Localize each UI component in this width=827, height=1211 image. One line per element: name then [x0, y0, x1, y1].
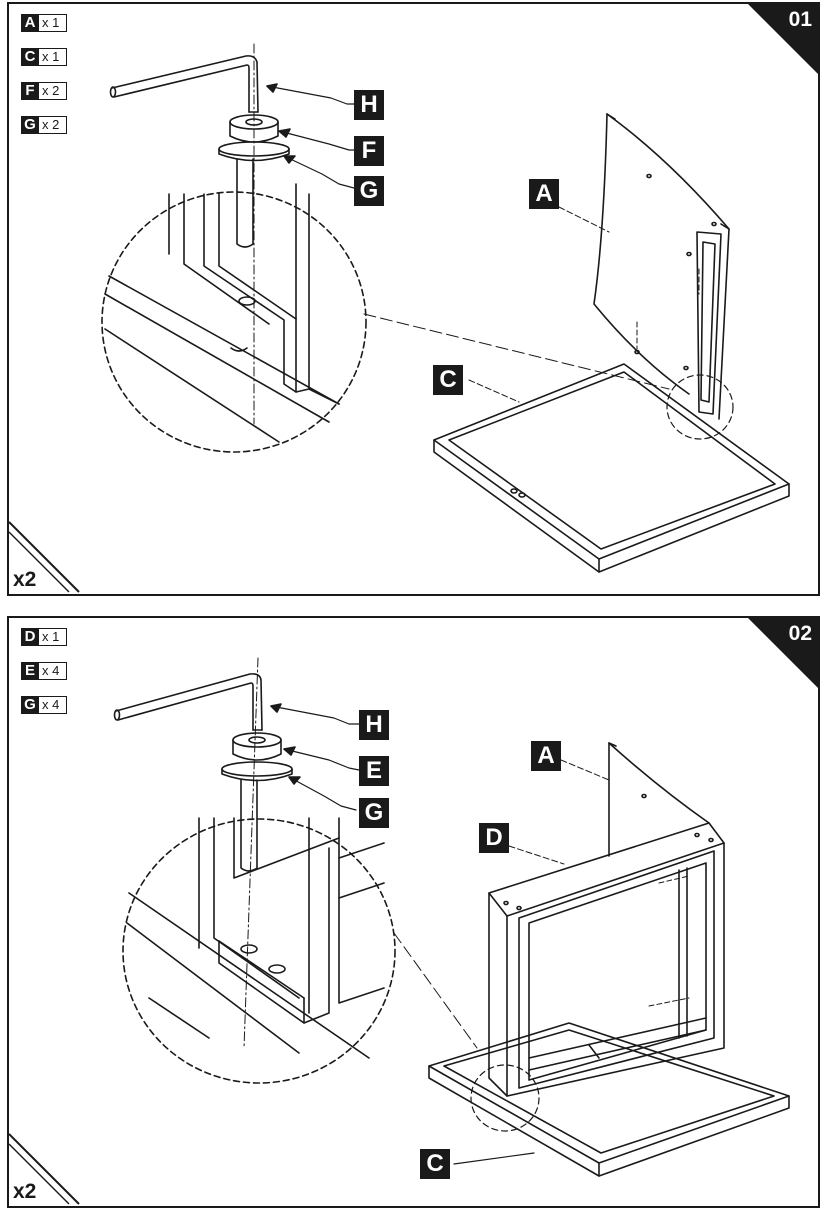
part-quantity: x 4 — [39, 662, 68, 680]
part-quantity: x 1 — [39, 628, 68, 646]
detail-magnifier — [122, 818, 396, 1084]
callout-f: F — [354, 136, 384, 166]
callout-a: A — [531, 741, 561, 771]
backrest-panel — [608, 742, 710, 857]
callout-c: C — [433, 365, 463, 395]
callout-c: C — [420, 1149, 450, 1179]
callout-d: D — [479, 823, 509, 853]
part-quantity: x 1 — [39, 14, 68, 32]
base-frame — [433, 363, 790, 573]
hex-key-icon — [113, 673, 263, 731]
callout-h: H — [354, 90, 384, 120]
multiplier-corner: x2 — [9, 1132, 83, 1206]
bolt-icon — [232, 732, 282, 761]
callout-a: A — [529, 179, 559, 209]
part-letter: A — [21, 14, 39, 32]
step-number: 02 — [788, 622, 812, 645]
base-frame — [428, 1022, 790, 1177]
part-letter: C — [21, 48, 39, 66]
part-letter: G — [21, 696, 39, 714]
part-letter: E — [21, 662, 39, 680]
seat-frame — [488, 822, 725, 1097]
part-quantity: x 2 — [39, 116, 68, 134]
callout-h: H — [359, 710, 389, 740]
step-01-illustration — [101, 43, 790, 573]
hex-key-icon — [109, 55, 259, 113]
washer-icon — [221, 761, 293, 782]
callout-g: G — [359, 798, 389, 828]
part-letter: D — [21, 628, 39, 646]
backrest-panel — [593, 113, 730, 420]
washer-icon — [218, 141, 290, 162]
callout-e: E — [359, 756, 389, 786]
part-quantity: x 2 — [39, 82, 68, 100]
multiplier-label: x2 — [13, 1180, 37, 1203]
multiplier-corner: x2 — [9, 520, 83, 594]
step-02-illustration — [113, 657, 790, 1177]
part-letter: G — [21, 116, 39, 134]
part-quantity: x 1 — [39, 48, 68, 66]
detail-magnifier — [101, 191, 367, 453]
part-quantity: x 4 — [39, 696, 68, 714]
step-number: 01 — [788, 8, 812, 31]
callout-g: G — [354, 176, 384, 206]
multiplier-label: x2 — [13, 568, 37, 591]
part-letter: F — [21, 82, 39, 100]
